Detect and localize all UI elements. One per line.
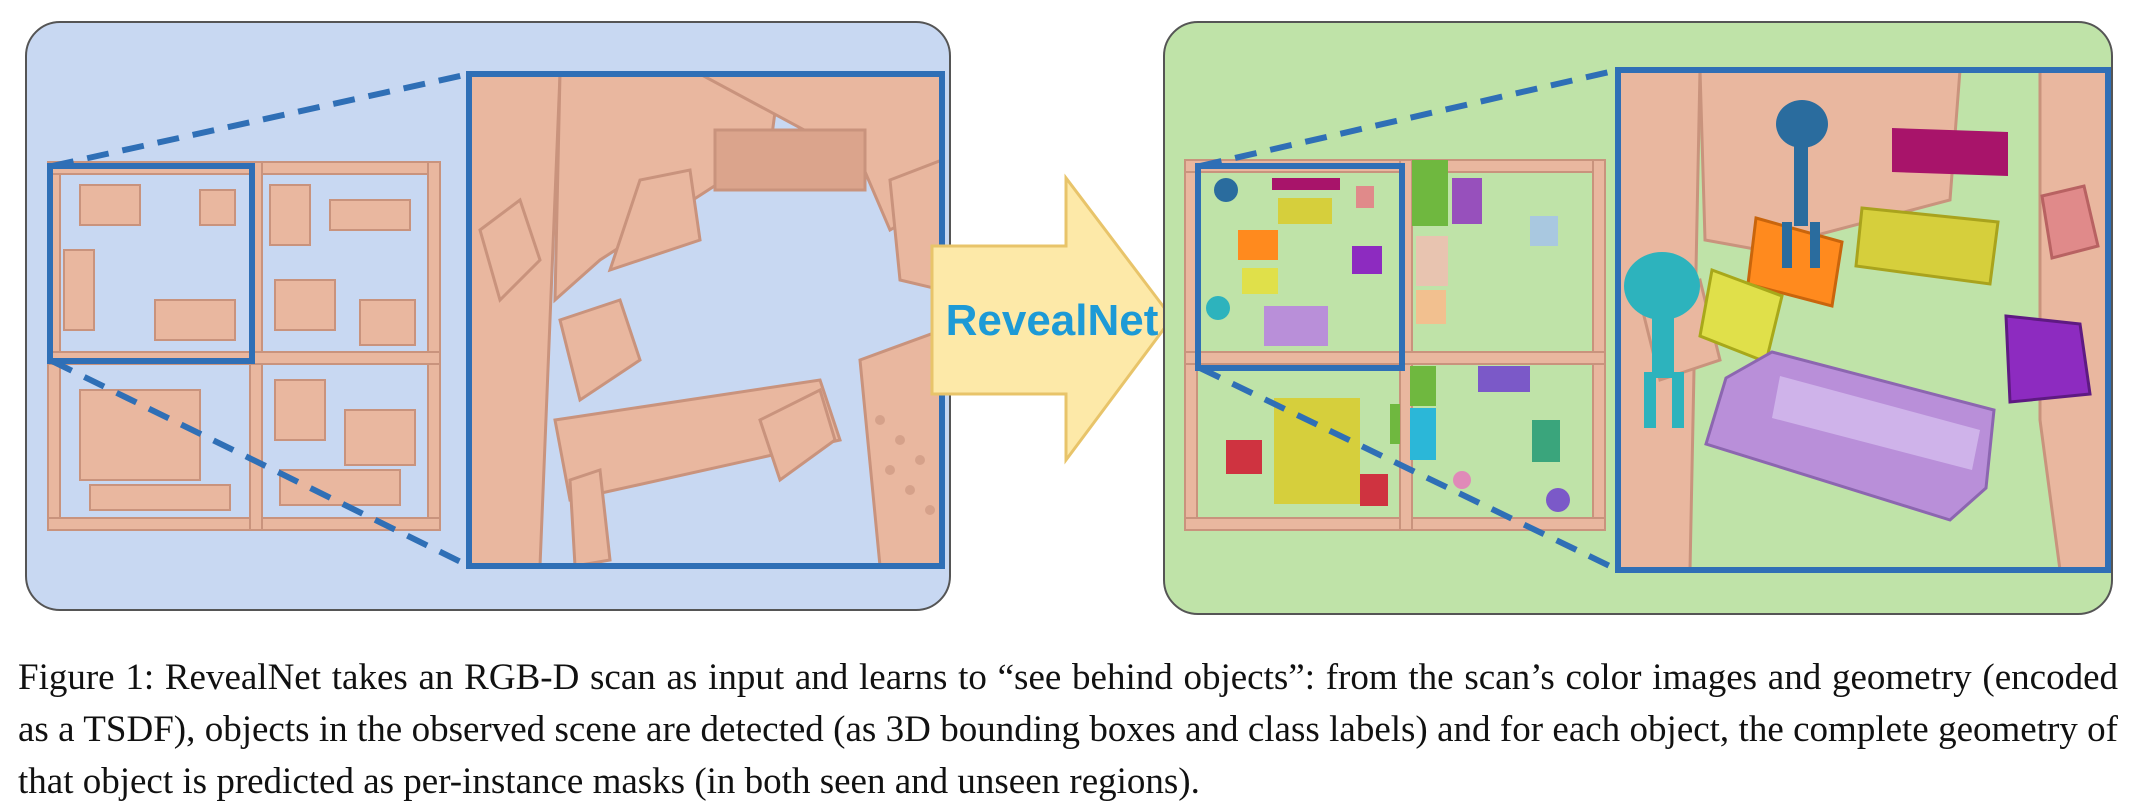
instance-wall-sofa	[1892, 128, 2008, 176]
instance-dark-blue-figure	[1776, 100, 1828, 268]
instance-pink-chair	[2040, 184, 2100, 260]
input-scan-overview	[47, 161, 441, 531]
arrow-label: RevealNet	[946, 296, 1159, 345]
arrow-shape	[930, 173, 1174, 465]
input-zoom-view	[469, 74, 942, 566]
output-zoom-view	[1618, 70, 2108, 570]
output-selection-box	[1195, 163, 1405, 371]
output-scan-overview	[1184, 159, 1606, 531]
instance-teal-figure	[1624, 252, 1700, 428]
instance-table	[1854, 206, 2000, 286]
pipeline-arrow: RevealNet	[930, 173, 1174, 465]
output-zoom-frame	[1615, 67, 2111, 573]
output-panel	[1163, 21, 2113, 615]
output-leader-bottom	[1198, 365, 1620, 573]
input-selection-box	[47, 163, 255, 364]
figure-caption: Figure 1: RevealNet takes an RGB-D scan …	[18, 657, 2118, 802]
input-leader-bottom	[50, 358, 471, 569]
input-panel	[25, 21, 951, 611]
instance-purple-chair	[2004, 314, 2092, 404]
figure-illustration: RevealNet	[25, 21, 2113, 615]
